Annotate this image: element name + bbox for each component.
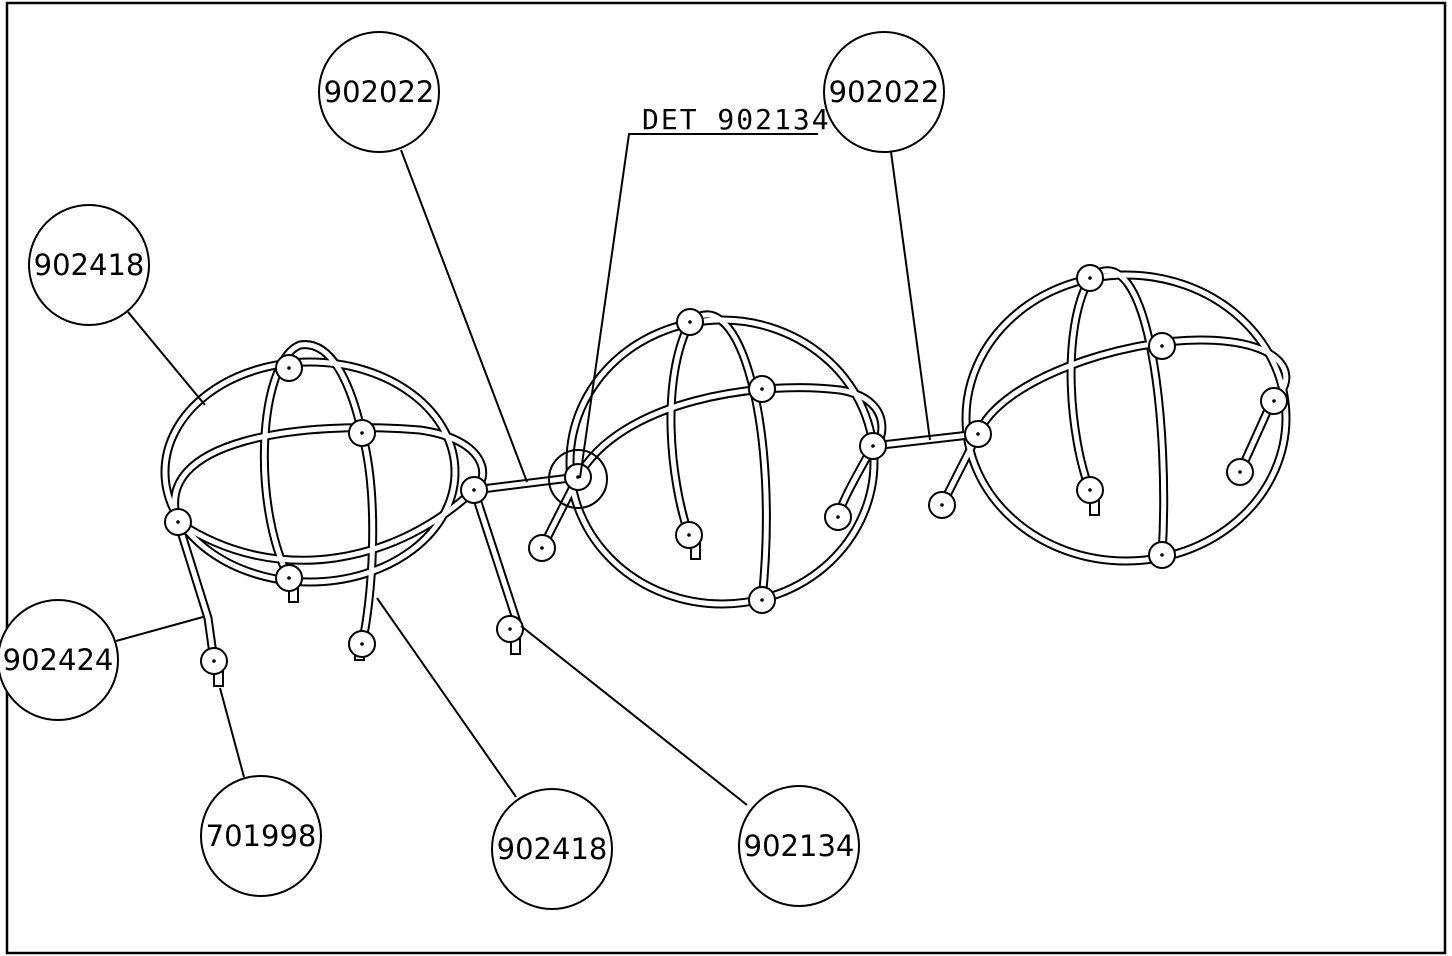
callout-c1: 902418 xyxy=(28,204,150,326)
callout-label: 902022 xyxy=(324,75,435,109)
callout-label: 902424 xyxy=(3,643,114,677)
callout-c5: 701998 xyxy=(200,775,322,897)
clamp-nodes xyxy=(164,264,1288,675)
callout-label: 902418 xyxy=(34,248,145,282)
detail-label: DET 902134 xyxy=(642,103,831,136)
callout-c3: 902022 xyxy=(823,31,945,153)
pipe-inner-lines xyxy=(162,268,1289,664)
callout-c2: 902022 xyxy=(318,31,440,153)
drawing-frame xyxy=(5,1,1447,955)
leader-lines xyxy=(115,133,931,806)
callout-c6: 902418 xyxy=(491,788,613,910)
detail-marker-circle xyxy=(548,449,608,509)
climbing-frame-structure xyxy=(160,264,1291,687)
callout-c7: 902134 xyxy=(738,785,860,907)
callout-label: 902418 xyxy=(497,832,608,866)
callout-label: 902134 xyxy=(744,829,855,863)
callout-label: 902022 xyxy=(829,75,940,109)
callout-label: 701998 xyxy=(206,819,317,853)
callout-c4: 902424 xyxy=(0,599,119,721)
